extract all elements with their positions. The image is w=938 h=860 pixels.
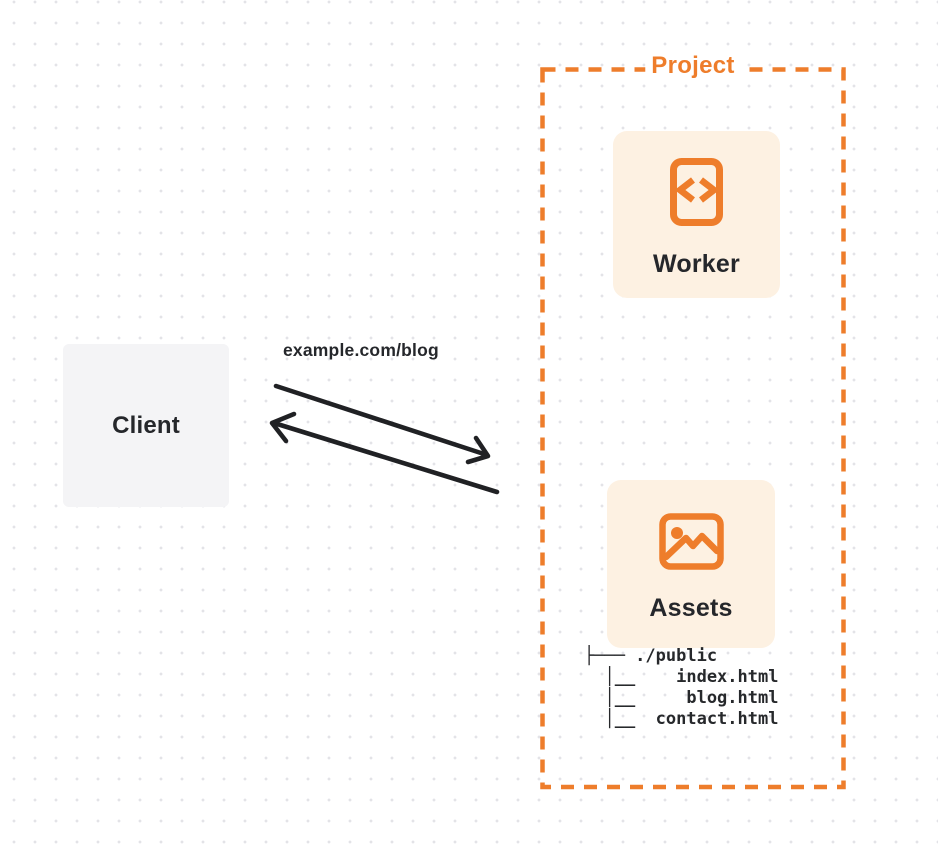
- client-node: Client: [63, 344, 229, 507]
- worker-label: Worker: [653, 250, 740, 278]
- response-arrow-shaft: [271, 420, 500, 495]
- request-arrow-shaft: [273, 383, 490, 458]
- assets-label: Assets: [649, 594, 733, 622]
- response-arrow-head: [269, 411, 297, 444]
- request-url-label: example.com/blog: [283, 340, 439, 360]
- image-icon: [658, 513, 724, 570]
- assets-file-tree: ├─── ./public │__ index.html │__ blog.ht…: [584, 646, 779, 729]
- project-label: Project: [645, 52, 741, 80]
- client-label: Client: [112, 411, 180, 439]
- code-icon: [670, 158, 723, 226]
- worker-node: Worker: [613, 131, 780, 298]
- request-arrow-head: [465, 435, 491, 465]
- assets-node: Assets: [607, 480, 775, 648]
